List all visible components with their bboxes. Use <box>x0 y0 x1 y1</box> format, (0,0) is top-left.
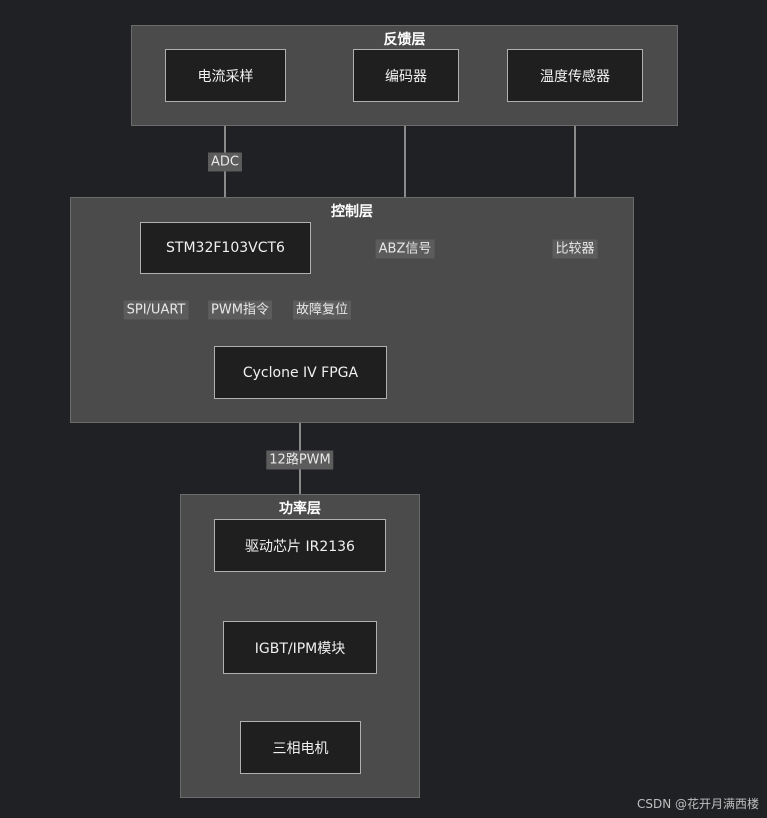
power-layer-title: 功率层 <box>279 501 321 517</box>
edge-label-comparator: 比较器 <box>552 239 598 259</box>
node-igbt: IGBT/IPM模块 <box>223 621 377 674</box>
edge-label-pwm12: 12路PWM <box>266 450 334 470</box>
edge-label-adc: ADC <box>208 152 242 172</box>
node-current-sampling: 电流采样 <box>165 49 286 102</box>
node-driver: 驱动芯片 IR2136 <box>214 519 386 572</box>
watermark: CSDN @花开月满西楼 <box>636 797 759 811</box>
node-temp-sensor: 温度传感器 <box>507 49 643 102</box>
edge-label-abz: ABZ信号 <box>375 239 435 259</box>
control-layer-title: 控制层 <box>331 204 373 220</box>
feedback-layer-title: 反馈层 <box>383 32 426 48</box>
node-encoder: 编码器 <box>353 49 459 102</box>
edge-label-fault-reset: 故障复位 <box>292 300 352 320</box>
edge-label-pwm-cmd: PWM指令 <box>208 300 272 320</box>
edge-label-spi-uart: SPI/UART <box>123 300 189 320</box>
node-fpga: Cyclone IV FPGA <box>214 346 387 399</box>
node-stm32: STM32F103VCT6 <box>140 222 311 274</box>
node-motor: 三相电机 <box>240 721 361 774</box>
